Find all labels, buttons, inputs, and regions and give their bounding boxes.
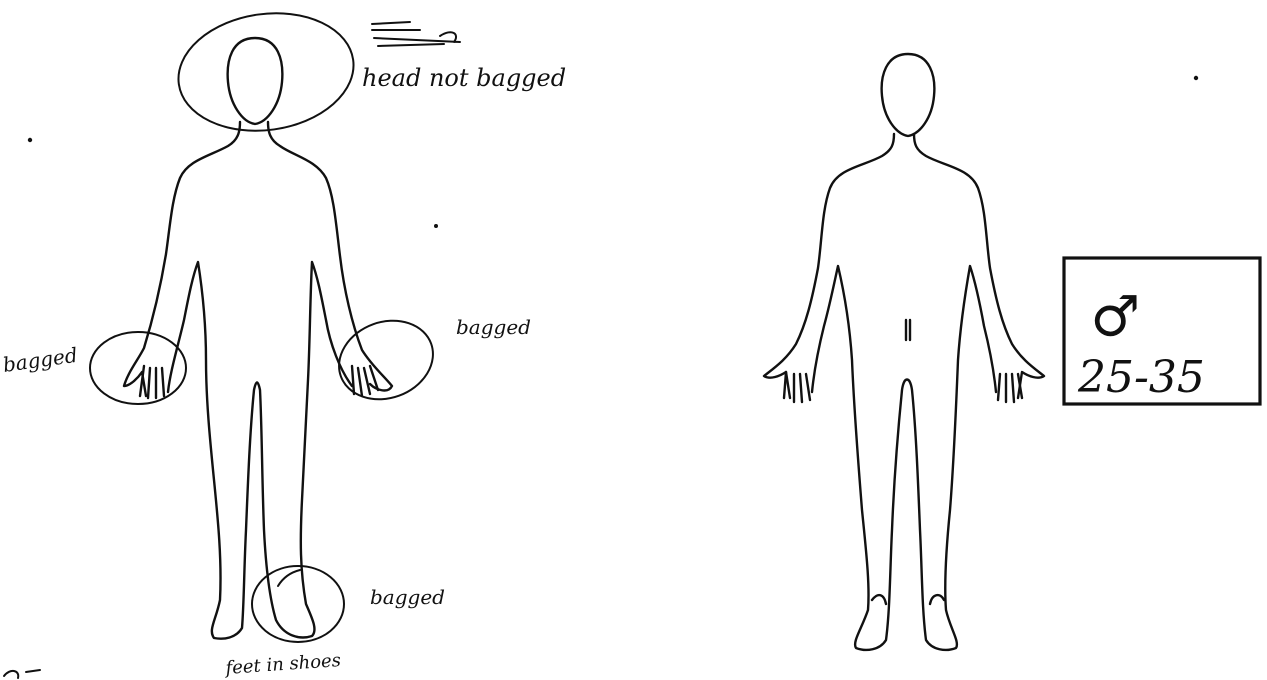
back-body-figure bbox=[764, 54, 1044, 650]
feet-circle bbox=[252, 566, 344, 642]
ink-speck bbox=[28, 138, 32, 142]
front-right-fingers bbox=[352, 366, 378, 396]
back-body-outline bbox=[764, 134, 1044, 650]
back-heel-lines bbox=[872, 595, 944, 604]
back-center-line bbox=[906, 320, 910, 340]
bottom-scribble bbox=[4, 670, 40, 678]
sex-age-box: ♂ 25-35 bbox=[1064, 258, 1260, 404]
scribble-strikeout bbox=[372, 22, 460, 46]
head-circle bbox=[171, 2, 361, 141]
feet-sub-note: feet in shoes bbox=[223, 650, 342, 679]
feet-inner-stroke bbox=[278, 570, 300, 586]
front-body-outline bbox=[124, 122, 392, 639]
right-hand-circle bbox=[328, 308, 444, 412]
front-head bbox=[228, 38, 283, 124]
right-hand-note: bagged bbox=[456, 315, 531, 339]
feet-note: bagged bbox=[370, 585, 445, 609]
head-note: head not bagged bbox=[362, 64, 566, 92]
left-hand-note: bagged bbox=[1, 343, 79, 377]
age-range: 25-35 bbox=[1077, 352, 1205, 403]
sex-symbol: ♂ bbox=[1090, 285, 1140, 350]
back-head bbox=[882, 54, 935, 136]
ink-speck bbox=[434, 224, 438, 228]
ink-speck bbox=[1194, 76, 1198, 80]
